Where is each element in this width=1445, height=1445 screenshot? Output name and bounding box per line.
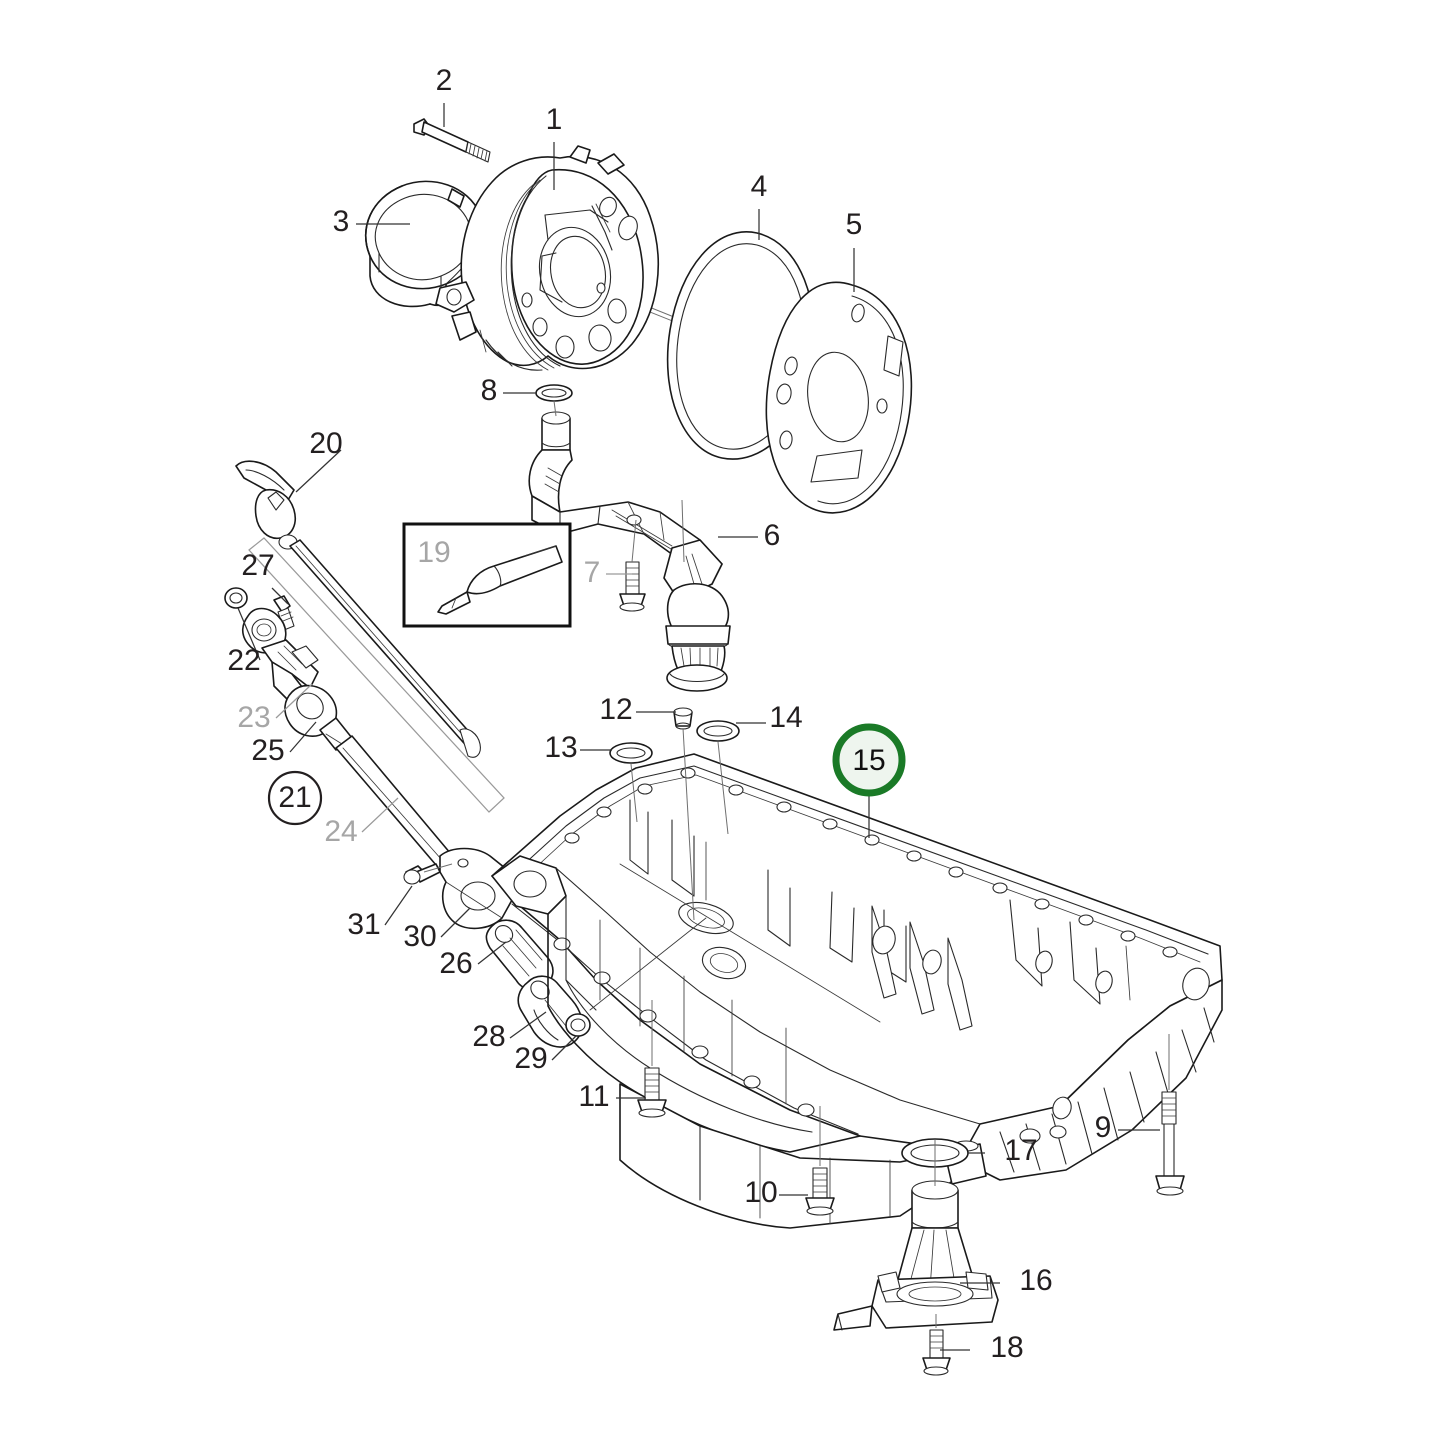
callout-label-5: 5	[846, 208, 863, 241]
callout-label-16: 16	[1019, 1264, 1052, 1297]
part-24-dipstick-blade	[289, 539, 481, 758]
part-6-oil-pump-pickup-pipe	[528, 411, 731, 692]
part-11-bolt-pan-flange	[637, 1067, 667, 1118]
callout-label-25: 25	[251, 734, 284, 767]
part-1-front-cover-housing	[435, 145, 660, 371]
callout-label-29: 29	[514, 1042, 547, 1075]
part-22-o-ring-dipstick	[224, 587, 248, 609]
part-29-o-ring-elbow	[565, 1013, 591, 1037]
callout-label-23: 23	[237, 701, 270, 734]
callout-label-20: 20	[309, 427, 342, 460]
callout-label-10: 10	[744, 1176, 777, 1209]
leader-lines	[237, 103, 1170, 1351]
part-21-group-outline	[248, 537, 505, 813]
callout-label-12: 12	[599, 693, 632, 726]
part-16-oil-level-sensor	[833, 1180, 999, 1331]
callout-label-6: 6	[764, 519, 781, 552]
callout-label-9: 9	[1095, 1111, 1112, 1144]
callout-label-15[interactable]: 15	[852, 744, 885, 777]
inset-box-19	[402, 522, 572, 628]
part-7-bolt-pickup	[619, 561, 646, 612]
callout-label-28: 28	[472, 1020, 505, 1053]
callout-label-7: 7	[584, 556, 601, 589]
callout-label-2: 2	[436, 64, 453, 97]
callout-label-22: 22	[227, 644, 260, 677]
callout-label-26: 26	[439, 947, 472, 980]
part-18-bolt-level-sensor	[922, 1329, 951, 1376]
callout-label-3: 3	[333, 205, 350, 238]
callout-label-14: 14	[769, 701, 802, 734]
part-15-oil-sump-pan	[491, 753, 1223, 1229]
part-2-bolt-long	[413, 118, 491, 163]
callout-label-1: 1	[546, 103, 563, 136]
part-23-25-dipstick-tube-assembly	[241, 607, 457, 873]
part-20-dipstick-handle	[235, 460, 298, 550]
highlight-callout-15[interactable]	[832, 723, 906, 797]
callout-label-31: 31	[347, 908, 380, 941]
part-30-dipstick-bracket	[439, 847, 513, 930]
part-10-bolt-pan-small	[805, 1167, 835, 1216]
part-31-bolt-bracket	[403, 863, 441, 885]
callout-label-8: 8	[481, 374, 498, 407]
callout-label-18: 18	[990, 1331, 1023, 1364]
callout-label-21: 21	[278, 781, 311, 814]
part-13-o-ring-pan-left	[609, 742, 653, 764]
callout-label-4: 4	[751, 170, 768, 203]
callout-label-11: 11	[578, 1080, 609, 1113]
part-5-sensor-plate	[765, 281, 913, 514]
inset-box-label-19: 19	[417, 536, 450, 569]
callout-label-27: 27	[241, 549, 274, 582]
callout-labels: 1234567891011121314151617182021222324252…	[227, 64, 1111, 1364]
callout-label-30: 30	[403, 920, 436, 953]
part-8-o-ring-pickup	[535, 384, 573, 402]
callout-21-circle	[267, 770, 323, 826]
callout-label-24: 24	[324, 815, 357, 848]
part-12-plug-small	[673, 707, 693, 730]
callout-label-13: 13	[544, 731, 577, 764]
part-14-o-ring-pan-right	[696, 720, 740, 742]
callout-label-17: 17	[1004, 1134, 1037, 1167]
part-9-bolt-long-pan	[1155, 1091, 1185, 1196]
